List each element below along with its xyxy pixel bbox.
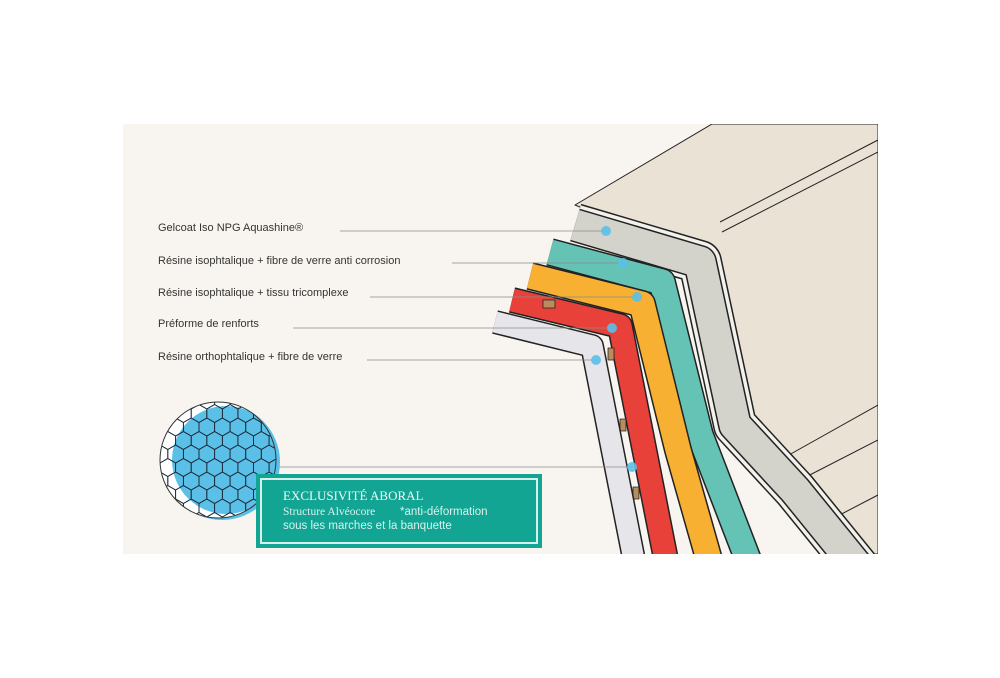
callout-line2: sous les marches et la banquette bbox=[283, 520, 452, 532]
marker-dot bbox=[591, 355, 601, 365]
hex-cell bbox=[137, 499, 153, 517]
hex-cell bbox=[160, 402, 169, 410]
label-preforme: Préforme de renforts bbox=[158, 318, 259, 330]
hex-cell bbox=[285, 378, 301, 396]
marker-dot bbox=[601, 226, 611, 236]
hex-cell bbox=[175, 511, 192, 518]
hex-cell bbox=[176, 378, 192, 396]
callout-line1a: Structure Alvéocore bbox=[283, 506, 376, 518]
hex-cell bbox=[137, 418, 153, 436]
hex-cell bbox=[137, 445, 153, 463]
hex-cell bbox=[160, 403, 177, 424]
exclusivity-callout: EXCLUSIVITÉ ABORAL Structure Alvéocore *… bbox=[256, 474, 542, 548]
hex-cell bbox=[221, 511, 239, 518]
hex-cell bbox=[160, 417, 169, 437]
marker-dot bbox=[618, 258, 628, 268]
hex-cell bbox=[222, 378, 238, 396]
hex-cell bbox=[238, 378, 254, 396]
hex-cell bbox=[160, 457, 161, 478]
hex-cell bbox=[277, 391, 293, 409]
hex-cell bbox=[254, 378, 270, 396]
hex-cell bbox=[245, 402, 262, 410]
hex-cell bbox=[269, 378, 285, 396]
hex-cell bbox=[167, 498, 184, 518]
callout-line1b: *anti-déformation bbox=[400, 506, 488, 518]
callout-title: EXCLUSIVITÉ ABORAL bbox=[283, 488, 424, 503]
hex-cell bbox=[268, 403, 276, 424]
hex-cell bbox=[206, 511, 223, 518]
hex-cell bbox=[160, 378, 176, 396]
marker-dot bbox=[627, 462, 637, 472]
hex-cell bbox=[144, 378, 160, 396]
hex-cell bbox=[190, 511, 208, 518]
hex-cell bbox=[137, 472, 153, 490]
hex-cell bbox=[137, 391, 153, 409]
hex-cell bbox=[160, 511, 161, 518]
hex-cell bbox=[160, 430, 161, 451]
callout-frame bbox=[260, 478, 538, 544]
hex-cell bbox=[191, 378, 207, 396]
hex-cell bbox=[260, 402, 276, 410]
label-tricomplexe: Résine isophtalique + tissu tricomplexe bbox=[158, 287, 349, 299]
hex-cell bbox=[167, 402, 184, 410]
marker-dot bbox=[607, 323, 617, 333]
marker-dot bbox=[632, 292, 642, 302]
honeycomb-icon bbox=[137, 378, 301, 520]
label-anti-corrosion: Résine isophtalique + fibre de verre ant… bbox=[158, 255, 401, 267]
hex-cell bbox=[160, 484, 161, 505]
hex-cell bbox=[285, 405, 301, 423]
label-orthophtalique: Résine orthophtalique + fibre de verre bbox=[158, 351, 343, 363]
hex-cell bbox=[160, 403, 161, 424]
hex-cell bbox=[160, 498, 169, 518]
label-gelcoat: Gelcoat Iso NPG Aquashine® bbox=[158, 222, 304, 234]
hex-cell bbox=[207, 378, 223, 396]
hex-cell bbox=[285, 432, 301, 450]
hex-cell bbox=[160, 511, 177, 518]
hex-cell bbox=[277, 418, 293, 436]
